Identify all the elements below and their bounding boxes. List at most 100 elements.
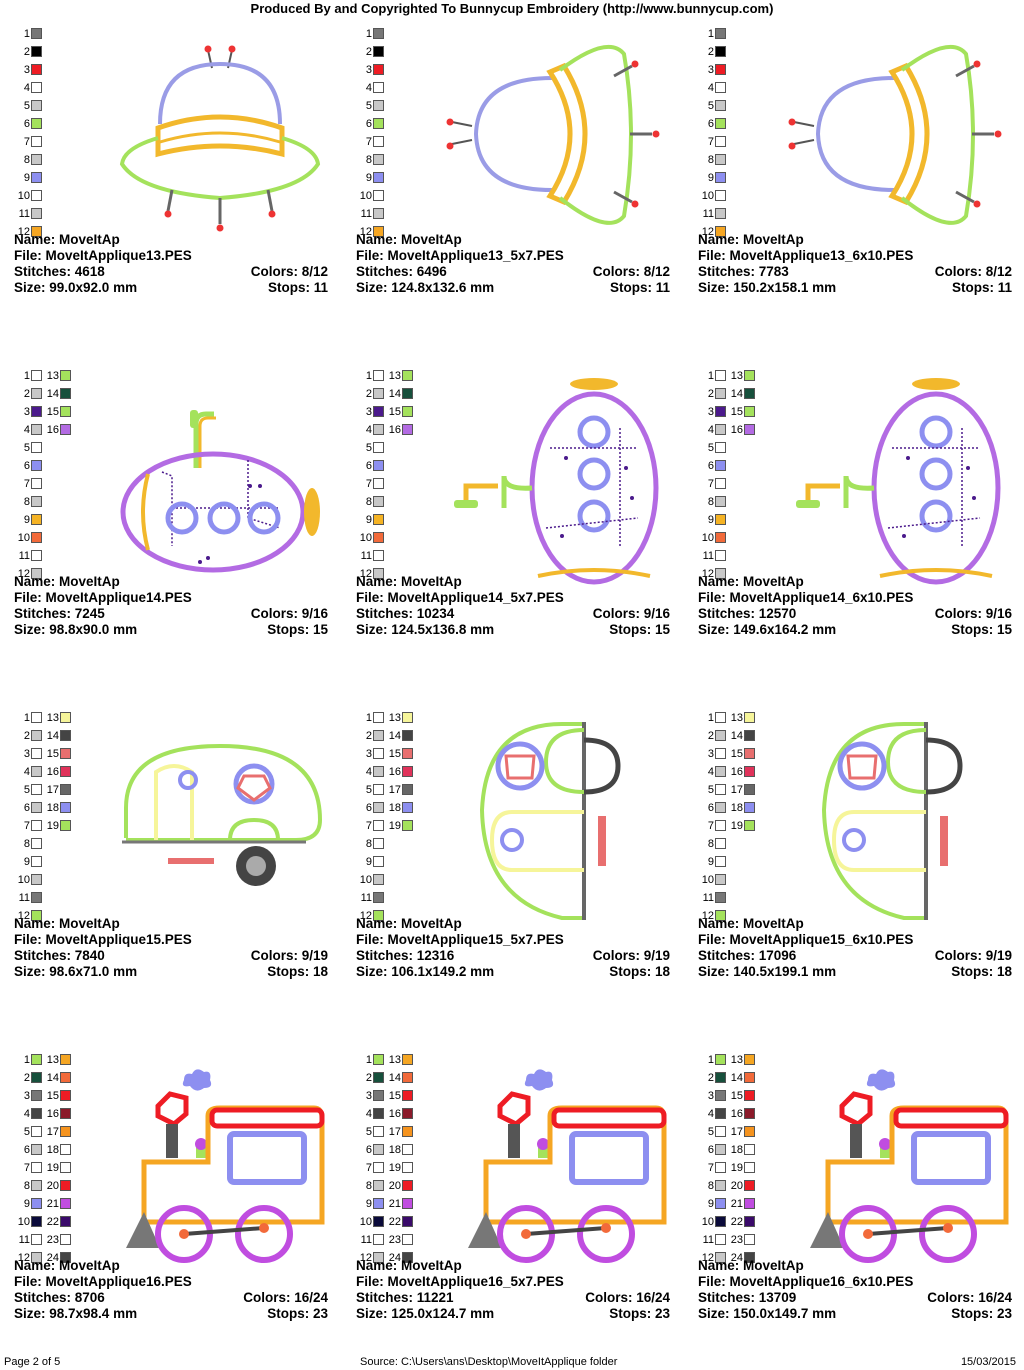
- swatch-row: 4: [358, 80, 438, 98]
- swatch-row: 5: [358, 98, 438, 116]
- design-preview: [100, 26, 340, 248]
- color-swatch: [373, 370, 384, 381]
- color-swatch: [715, 478, 726, 489]
- color-swatch: [402, 1072, 413, 1083]
- color-index: 12: [17, 226, 30, 238]
- color-swatch: [373, 1144, 384, 1155]
- color-index: 18: [730, 1144, 743, 1156]
- design-stops: Stops: 23: [951, 1306, 1012, 1321]
- color-index: 9: [365, 514, 372, 526]
- color-swatch: [60, 748, 71, 759]
- color-swatch: [31, 460, 42, 471]
- color-index: 2: [365, 1072, 372, 1084]
- color-index: 5: [707, 100, 714, 112]
- design-name: Name: MoveItAp: [356, 1258, 462, 1273]
- color-swatch: [31, 730, 42, 741]
- color-index: 2: [365, 730, 372, 742]
- color-swatch: [31, 136, 42, 147]
- color-swatch: [31, 64, 42, 75]
- color-index: 19: [388, 820, 401, 832]
- swatch-row: 10: [16, 872, 96, 890]
- design-colors: Colors: 8/12: [250, 264, 328, 279]
- design-colors: Colors: 9/19: [592, 948, 670, 963]
- swatch-row: 2: [16, 44, 96, 62]
- color-index: 21: [730, 1198, 743, 1210]
- color-swatch: [31, 190, 42, 201]
- color-index: 15: [46, 748, 59, 760]
- color-swatch: [373, 496, 384, 507]
- color-index: 21: [46, 1198, 59, 1210]
- color-swatch: [402, 1162, 413, 1173]
- swatch-row: 9: [16, 512, 96, 530]
- color-index: 20: [46, 1180, 59, 1192]
- color-index: 12: [17, 1252, 30, 1264]
- color-index: 12: [701, 568, 714, 580]
- color-index: 2: [23, 730, 30, 742]
- color-index: 17: [388, 1126, 401, 1138]
- swatch-row: 11: [16, 890, 96, 908]
- color-index: 17: [730, 1126, 743, 1138]
- color-swatch: [744, 1162, 755, 1173]
- color-swatch: [373, 838, 384, 849]
- color-index: 15: [730, 1090, 743, 1102]
- design-colors: Colors: 16/24: [243, 1290, 328, 1305]
- color-index: 4: [707, 82, 714, 94]
- swatch-row: 12: [700, 224, 780, 242]
- swatch-row: 8: [16, 152, 96, 170]
- color-index: 13: [46, 712, 59, 724]
- color-index: 16: [46, 424, 59, 436]
- color-swatch: [373, 874, 384, 885]
- design-file: File: MoveItApplique15_5x7.PES: [356, 932, 564, 947]
- swatch-row: 8: [700, 152, 780, 170]
- color-index: 17: [388, 784, 401, 796]
- color-swatch: [715, 1054, 726, 1065]
- color-swatch: [744, 370, 755, 381]
- color-index: 13: [730, 370, 743, 382]
- color-swatch: [31, 1252, 42, 1263]
- color-index: 7: [23, 1162, 30, 1174]
- color-index: 9: [707, 1198, 714, 1210]
- swatch-row: 9: [700, 512, 780, 530]
- color-index: 19: [730, 820, 743, 832]
- color-index: 8: [365, 838, 372, 850]
- color-index: 6: [707, 460, 714, 472]
- color-swatch: [715, 1252, 726, 1263]
- swatch-row: 10: [700, 530, 780, 548]
- color-swatch: [373, 802, 384, 813]
- color-index: 4: [365, 82, 372, 94]
- color-swatch: [60, 1126, 71, 1137]
- color-swatch: [31, 1234, 42, 1245]
- color-index: 9: [707, 856, 714, 868]
- design-file: File: MoveItApplique14_6x10.PES: [698, 590, 914, 605]
- color-index: 1: [365, 370, 372, 382]
- color-swatch: [715, 388, 726, 399]
- design-preview: [100, 710, 340, 932]
- color-swatch: [31, 1216, 42, 1227]
- color-index: 10: [359, 532, 372, 544]
- color-swatch: [402, 802, 413, 813]
- color-swatch: [715, 64, 726, 75]
- color-swatch: [715, 1180, 726, 1191]
- color-swatch: [402, 1126, 413, 1137]
- color-index: 5: [23, 442, 30, 454]
- color-index: 16: [46, 766, 59, 778]
- color-index: 6: [707, 118, 714, 130]
- color-index: 10: [17, 874, 30, 886]
